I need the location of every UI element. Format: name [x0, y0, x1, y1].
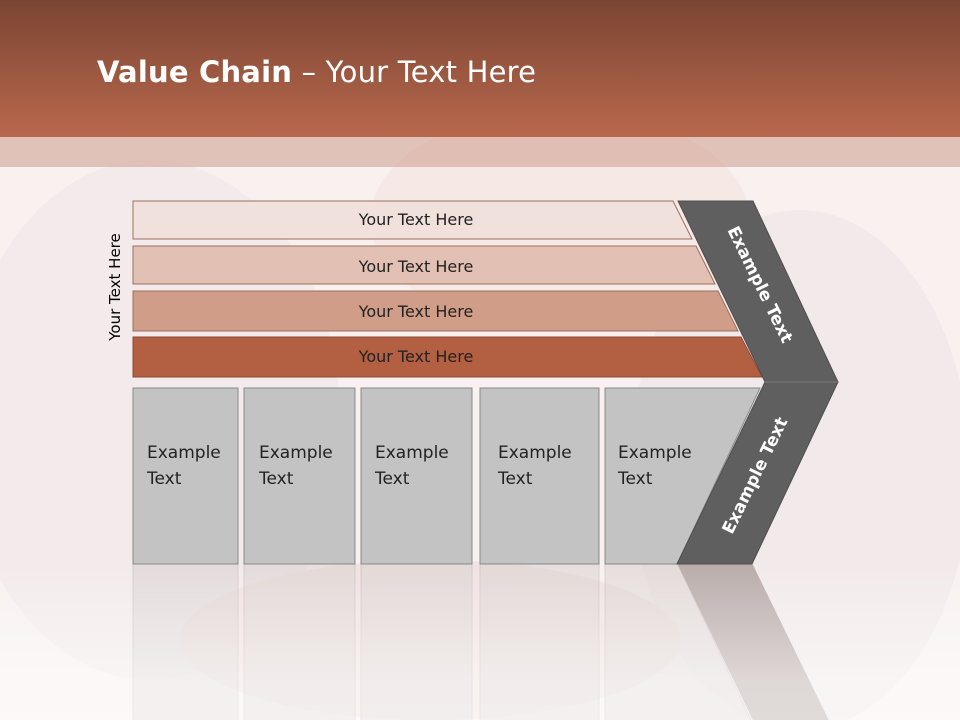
- box-2-line1: Example: [259, 443, 333, 463]
- bar-2-label: Your Text Here: [358, 257, 474, 276]
- box-2-shape: [243, 387, 356, 565]
- bar-3-label: Your Text Here: [358, 302, 474, 321]
- slide-title: Value Chain – Your Text Here: [97, 55, 536, 89]
- box-4-line1: Example: [498, 443, 572, 463]
- bar-3: Your Text Here: [132, 290, 739, 332]
- box-3: Example Text: [360, 387, 473, 565]
- bar-1-shape: [132, 200, 693, 240]
- title-bold: Value Chain: [97, 55, 293, 89]
- box-1: Example Text: [132, 387, 239, 565]
- box-3-line2: Text: [374, 469, 410, 489]
- bar-1: Your Text Here: [132, 200, 693, 240]
- bar-1-label: Your Text Here: [358, 210, 474, 229]
- bar-2-shape: [132, 245, 716, 285]
- title-rest: – Your Text Here: [292, 55, 537, 89]
- box-5-line2: Text: [617, 469, 653, 489]
- box-3-line1: Example: [375, 443, 449, 463]
- reflection-fade: [0, 564, 960, 720]
- box-5: Example Text: [604, 387, 761, 565]
- box-1-shape: [132, 387, 239, 565]
- bar-4-label: Your Text Here: [358, 347, 474, 366]
- bar-4: Your Text Here: [132, 336, 763, 378]
- bar-4-shape: [132, 336, 763, 378]
- box-2-line2: Text: [258, 469, 294, 489]
- title-banner: [0, 0, 960, 137]
- banner-band: [0, 137, 960, 167]
- value-chevron: Example Text Example Text: [676, 200, 839, 565]
- box-3-shape: [360, 387, 473, 565]
- box-4-line2: Text: [497, 469, 533, 489]
- box-4-shape: [479, 387, 600, 565]
- box-2: Example Text: [243, 387, 356, 565]
- box-5-line1: Example: [618, 443, 692, 463]
- box-1-line1: Example: [147, 443, 221, 463]
- bar-3-shape: [132, 290, 739, 332]
- box-4: Example Text: [479, 387, 600, 565]
- box-1-line2: Text: [146, 469, 182, 489]
- bar-2: Your Text Here: [132, 245, 716, 285]
